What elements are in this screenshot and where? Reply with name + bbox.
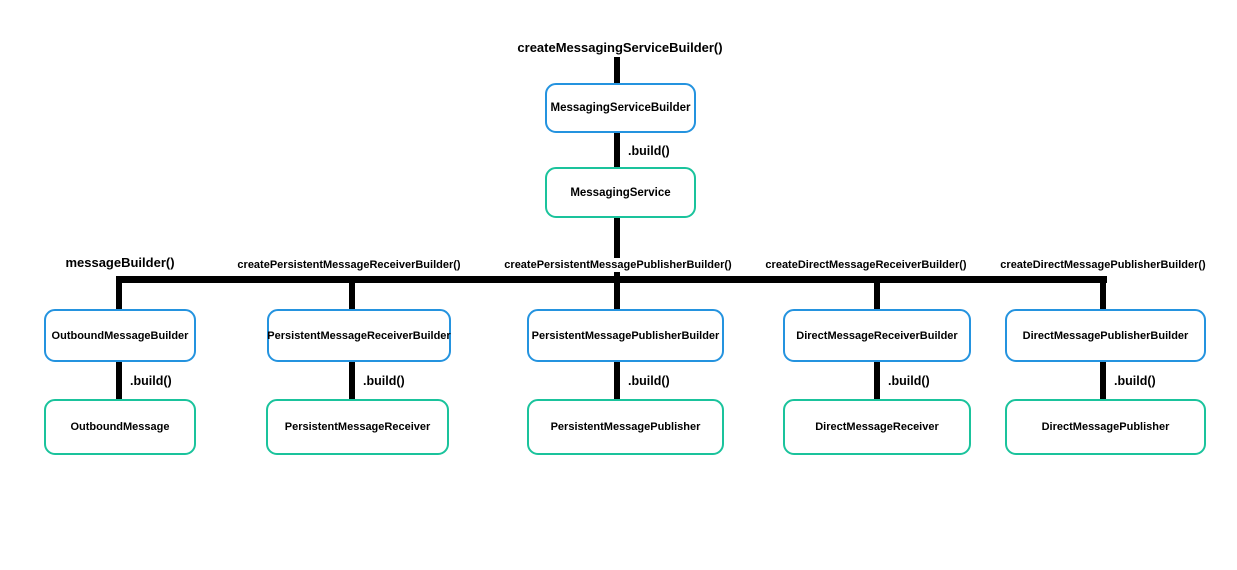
- product-node-0: OutboundMessage: [44, 399, 196, 455]
- factory-method-label-root: createMessagingServiceBuilder(): [514, 41, 726, 55]
- connector-root-builder-to-product: [614, 133, 620, 167]
- product-node-1: PersistentMessageReceiver: [266, 399, 449, 455]
- product-node-4-label: DirectMessagePublisher: [1041, 421, 1170, 433]
- product-node-root-label: MessagingService: [570, 186, 671, 199]
- builder-node-1: PersistentMessageReceiverBuilder: [267, 309, 451, 362]
- factory-method-label-2: createPersistentMessagePublisherBuilder(…: [501, 258, 735, 272]
- connector-builder-to-product-3: [874, 362, 880, 399]
- product-node-2: PersistentMessagePublisher: [527, 399, 724, 455]
- build-method-label-4: .build(): [1114, 374, 1156, 388]
- connector-root-label-to-builder: [614, 57, 620, 83]
- connector-builder-to-product-0: [116, 362, 122, 399]
- connector-bar-to-builder-1: [349, 283, 355, 309]
- product-node-3-label: DirectMessageReceiver: [815, 421, 939, 433]
- connector-builder-to-product-2: [614, 362, 620, 399]
- connector-bar-to-builder-0: [116, 283, 122, 309]
- builder-node-0: OutboundMessageBuilder: [44, 309, 196, 362]
- connector-bar-to-builder-2: [614, 283, 620, 309]
- build-method-label-1: .build(): [363, 374, 405, 388]
- product-node-1-label: PersistentMessageReceiver: [284, 421, 431, 433]
- builder-node-3-label: DirectMessageReceiverBuilder: [796, 329, 958, 342]
- connector-bar-to-builder-4: [1100, 283, 1106, 309]
- connector-builder-to-product-4: [1100, 362, 1106, 399]
- product-node-0-label: OutboundMessage: [70, 421, 170, 433]
- builder-node-3: DirectMessageReceiverBuilder: [783, 309, 971, 362]
- connector-branch-bar: [116, 276, 1107, 283]
- builder-node-1-label: PersistentMessageReceiverBuilder: [267, 329, 451, 342]
- factory-method-label-1: createPersistentMessageReceiverBuilder(): [234, 258, 464, 272]
- product-node-2-label: PersistentMessagePublisher: [550, 421, 701, 433]
- build-method-label-3: .build(): [888, 374, 930, 388]
- builder-node-4: DirectMessagePublisherBuilder: [1005, 309, 1206, 362]
- build-method-label-2: .build(): [628, 374, 670, 388]
- product-node-4: DirectMessagePublisher: [1005, 399, 1206, 455]
- build-method-label-root: .build(): [628, 144, 670, 158]
- factory-method-label-4: createDirectMessagePublisherBuilder(): [997, 258, 1209, 272]
- connector-bar-to-builder-3: [874, 283, 880, 309]
- connector-builder-to-product-1: [349, 362, 355, 399]
- builder-node-root: MessagingServiceBuilder: [545, 83, 696, 133]
- builder-node-4-label: DirectMessagePublisherBuilder: [1022, 329, 1189, 342]
- product-node-root: MessagingService: [545, 167, 696, 218]
- builder-node-2: PersistentMessagePublisherBuilder: [527, 309, 724, 362]
- factory-method-label-3: createDirectMessageReceiverBuilder(): [762, 258, 970, 272]
- build-method-label-0: .build(): [130, 374, 172, 388]
- factory-method-label-0: messageBuilder(): [62, 256, 178, 270]
- builder-node-2-label: PersistentMessagePublisherBuilder: [531, 329, 720, 342]
- builder-node-root-label: MessagingServiceBuilder: [550, 102, 691, 114]
- builder-node-0-label: OutboundMessageBuilder: [51, 329, 189, 342]
- product-node-3: DirectMessageReceiver: [783, 399, 971, 455]
- connector-root-product-to-bar: [614, 218, 620, 276]
